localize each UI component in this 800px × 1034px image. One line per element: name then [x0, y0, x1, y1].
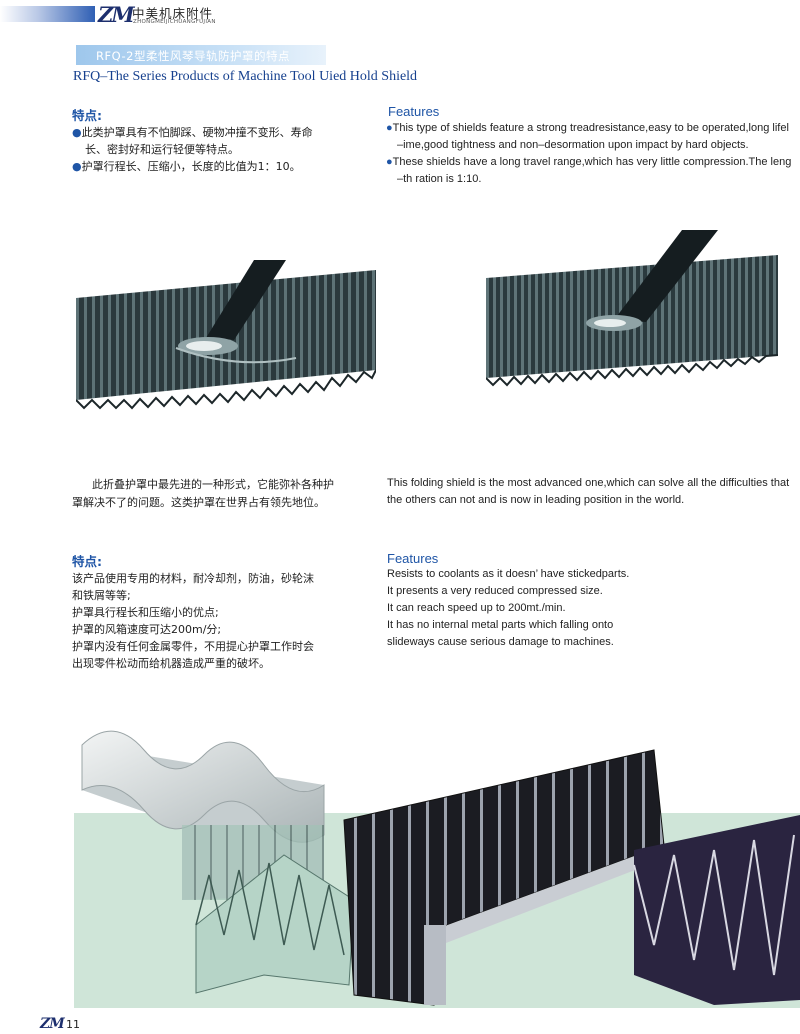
section1-cn-item: ●护罩行程长、压缩小，长度的比值为1：10。: [72, 158, 372, 175]
section1-cn-list: ●此类护罩具有不怕脚踩、硬物冲撞不变形、寿命 长、密封好和运行轻便等特点。 ●护…: [72, 124, 372, 175]
product-collage-image: [74, 730, 800, 1008]
title-cn-banner: [76, 45, 326, 65]
section2-cn-line: 护罩内没有任何金属零件，不用提心护罩工作时会: [72, 640, 314, 653]
bullet-icon: ●: [72, 126, 82, 139]
bullet-icon: ●: [386, 156, 393, 168]
caption-en-line1: This folding shield is the most advanced…: [387, 477, 790, 489]
footer-logo: ZM: [40, 1016, 65, 1032]
header-logo: ZM: [98, 2, 135, 27]
section1-cn-item: ●此类护罩具有不怕脚踩、硬物冲撞不变形、寿命: [72, 124, 372, 141]
section1-cn-heading: 特点:: [72, 108, 102, 123]
section1-cn-item-line1: 护罩行程长、压缩小，长度的比值为1：10。: [81, 160, 301, 173]
header-gradient-bar: [0, 6, 95, 22]
section1-en-heading: Features: [388, 104, 440, 119]
section1-en-item: ●These shields have a long travel range,…: [386, 154, 798, 171]
bullet-icon: ●: [72, 160, 82, 173]
bellows-photo-right: [486, 230, 778, 387]
section1-en-item: ●This type of shields feature a strong t…: [386, 120, 798, 137]
section1-en-item-line2: –ime,good tightness and non–desormation …: [397, 139, 749, 151]
section1-en-item-line1: This type of shields feature a strong tr…: [392, 122, 789, 134]
section2-en-line: slideways cause serious damage to machin…: [387, 636, 614, 648]
header-company-cn: 中美机床附件: [132, 6, 214, 21]
section2-cn-line: 该产品使用专用的材料，耐冷却剂，防油，砂轮沫: [72, 572, 314, 585]
bellows-photo-left: [76, 260, 376, 410]
title-cn: RFQ-2型柔性风琴导轨防护罩的特点: [96, 49, 290, 63]
bullet-icon: ●: [386, 122, 393, 134]
page-number: 11: [66, 1018, 80, 1031]
section2-en-line: It presents a very reduced compressed si…: [387, 585, 603, 597]
section1-en-item-line1: These shields have a long travel range,w…: [392, 156, 792, 168]
section1-cn-item-line2: 长、密封好和运行轻便等特点。: [85, 143, 239, 156]
title-en: RFQ–The Series Products of Machine Tool …: [73, 69, 418, 84]
section2-en-list: Resists to coolants as it doesn’ have st…: [387, 566, 629, 651]
section2-en-heading: Features: [387, 551, 439, 566]
section2-en-line: It has no internal metal parts which fal…: [387, 619, 614, 631]
section1-en-item-line2: –th ration is 1:10.: [397, 173, 482, 185]
section2-cn-line: 护罩的风箱速度可达200m/分;: [72, 623, 222, 636]
section2-cn-line: 出现零件松动而给机器造成严重的破坏。: [72, 657, 270, 670]
section2-cn-line: 和铁屑等等;: [72, 589, 131, 602]
caption-cn-line1: 此折叠护罩中最先进的一种形式，它能弥补各种护: [92, 478, 334, 491]
section2-en-line: Resists to coolants as it doesn’ have st…: [387, 568, 630, 580]
section1-en-list: ●This type of shields feature a strong t…: [386, 120, 798, 188]
caption-en-line2: the others can not and is now in leading…: [387, 494, 685, 506]
section2-en-line: It can reach speed up to 200mt./min.: [387, 602, 566, 614]
section2-cn-line: 护罩具行程长和压缩小的优点;: [72, 606, 219, 619]
section2-cn-list: 该产品使用专用的材料，耐冷却剂，防油，砂轮沫 和铁屑等等; 护罩具行程长和压缩小…: [72, 570, 314, 672]
section2-cn-heading: 特点:: [72, 554, 102, 569]
caption-cn-line2: 罩解决不了的问题。这类护罩在世界占有领先地位。: [72, 496, 325, 509]
section1-cn-item-line1: 此类护罩具有不怕脚踩、硬物冲撞不变形、寿命: [81, 126, 313, 139]
header-company-en: ZHONGMEIJICHUANGFUJIAN: [133, 19, 216, 25]
